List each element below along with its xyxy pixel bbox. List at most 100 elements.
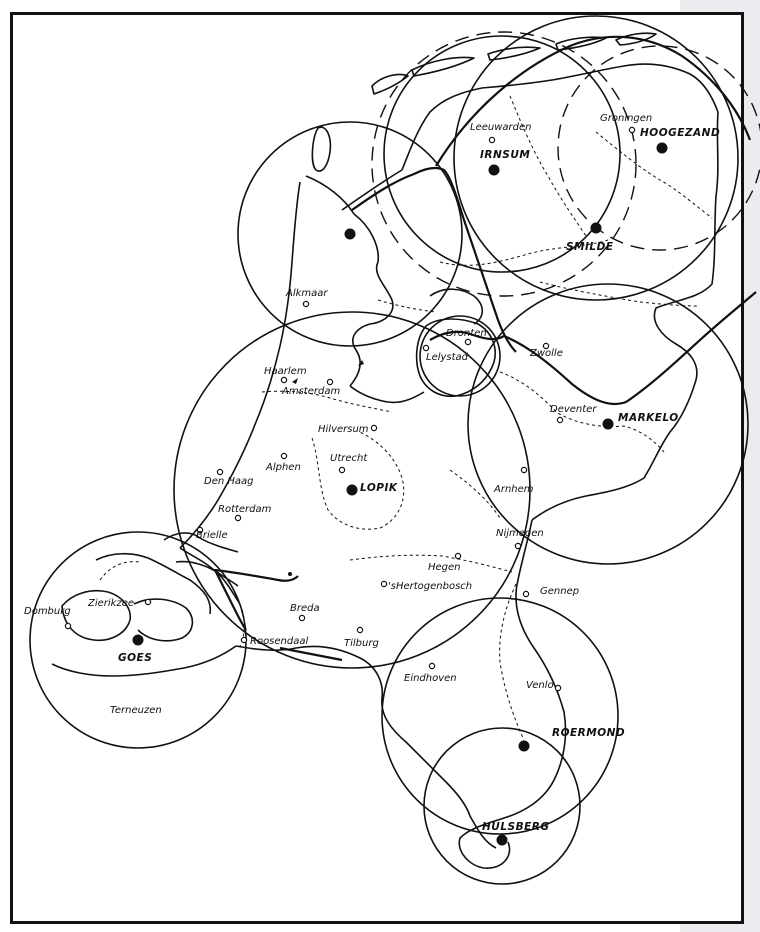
coverage-circle-hoogezand-dashed [557,45,760,251]
coverage-circle-lopik [173,311,531,669]
place-label-breda: Breda [290,603,320,614]
station-dot-noord-holland [344,228,356,240]
border-brabant-limburg [499,583,525,741]
place-dot-hilversum [370,424,378,432]
coast-zeeland-walcheren [61,590,132,642]
border-groningen-drenthe [595,131,713,219]
place-label-groningen: Groningen [600,113,652,124]
station-dot-hoogezand [656,142,668,154]
route-flevoland [429,330,505,341]
place-label-arnhem: Arnhem [493,484,534,495]
place-label-shertogenbosch: 'sHertogenbosch [388,581,472,592]
place-dot-leeuwarden [488,136,496,144]
border-friesland-groningen [509,95,587,237]
place-dot-roosendaal [240,636,248,644]
place-dot-shertogenbosch [380,580,388,588]
wadden-island-vlieland [371,73,409,95]
border-friesland-drenthe [439,239,609,266]
places: Leeuwarden Groningen Alkmaar Dronten Lel… [24,113,652,716]
station-label-smilde: SMILDE [566,241,614,253]
wadden-island-terschelling [411,56,475,77]
ijsselmeer-marker [358,360,364,366]
place-label-tilburg: Tilburg [344,638,379,649]
place-label-zwolle: Zwolle [529,348,563,359]
route-southwest [213,568,299,631]
coast-marker-delta [288,572,292,576]
coast-limburg-west [445,781,497,849]
heavy-routes [213,35,757,662]
place-dot-nijmegen [514,542,522,550]
place-dot-hegen [454,552,462,560]
place-label-alphen: Alphen [265,462,301,473]
place-label-den-haag: Den Haag [204,476,254,487]
coast-east-border [531,111,719,521]
place-dot-alphen [280,452,288,460]
coast-south-border [235,645,447,783]
coverage-circle-flevoland [419,315,501,397]
place-dot-breda [298,614,306,622]
place-label-eindhoven: Eindhoven [404,673,457,684]
place-label-deventer: Deventer [550,404,597,415]
coastline [51,32,719,869]
station-dot-roermond [518,740,530,752]
place-dot-zierikzee [144,598,152,606]
place-dot-rotterdam [234,514,242,522]
border-overijssel-gelderland [499,371,665,453]
coast-limburg [458,519,567,869]
border-drenthe-overijssel [539,281,701,307]
station-label-irnsum: IRNSUM [480,149,530,161]
coast-north-holland [179,181,301,549]
station-label-roermond: ROERMOND [552,727,625,739]
station-dot-smilde [590,222,602,234]
place-dot-haarlem [280,376,288,384]
station-label-goes: GOES [118,652,152,664]
map-frame [10,12,744,924]
coast-south-holland [179,547,241,605]
coast-friesland-groningen [401,63,719,171]
place-label-gennep: Gennep [540,586,579,597]
border-zeeland-internal [99,561,141,581]
place-dot-zwolle [542,342,550,350]
station-label-markelo: MARKELO [618,412,679,424]
place-dot-gennep [522,590,530,598]
place-label-domburg: Domburg [24,606,71,617]
place-dot-utrecht [338,466,346,474]
station-dot-lopik [346,484,358,496]
coast-noordoostpolder [429,288,484,325]
place-label-hegen: Hegen [428,562,461,573]
route-north-arc [435,35,752,167]
station-dot-markelo [602,418,614,430]
border-utrecht [311,431,405,530]
place-label-leeuwarden: Leeuwarden [470,122,531,133]
haarlem-marker [292,378,298,384]
place-dot-den-haag [216,468,224,476]
place-label-alkmaar: Alkmaar [285,288,328,299]
place-dot-dronten [464,338,472,346]
place-dot-arnhem [520,466,528,474]
coast-markermeer [349,385,425,404]
place-dot-deventer [556,416,564,424]
stations: IRNSUM HOOGEZAND SMILDE MARKELO LOPIK GO… [118,127,720,846]
place-dot-amsterdam [326,378,334,386]
place-label-utrecht: Utrecht [330,453,368,464]
afsluitdijk [341,169,403,211]
place-label-rotterdam: Rotterdam [218,504,272,515]
station-label-lopik: LOPIK [360,482,398,494]
place-dot-groningen [628,126,636,134]
border-noord-zuid-holland [261,390,393,413]
border-gelderland-brabant [349,554,513,573]
coast-zeeland-north [95,552,212,615]
border-noord-holland-east [377,299,437,313]
place-label-dronten: Dronten [446,328,487,339]
route-east [503,291,757,406]
place-label-hilversum: Hilversum [318,424,369,435]
place-label-lelystad: Lelystad [426,352,469,363]
place-label-nijmegen: Nijmegen [496,528,544,539]
place-label-zierikzee: Zierikzee [87,598,134,609]
station-dot-goes [132,634,144,646]
place-label-roosendaal: Roosendaal [250,636,308,647]
coverage-circle-roermond [381,597,619,835]
route-north-curve [351,166,517,353]
